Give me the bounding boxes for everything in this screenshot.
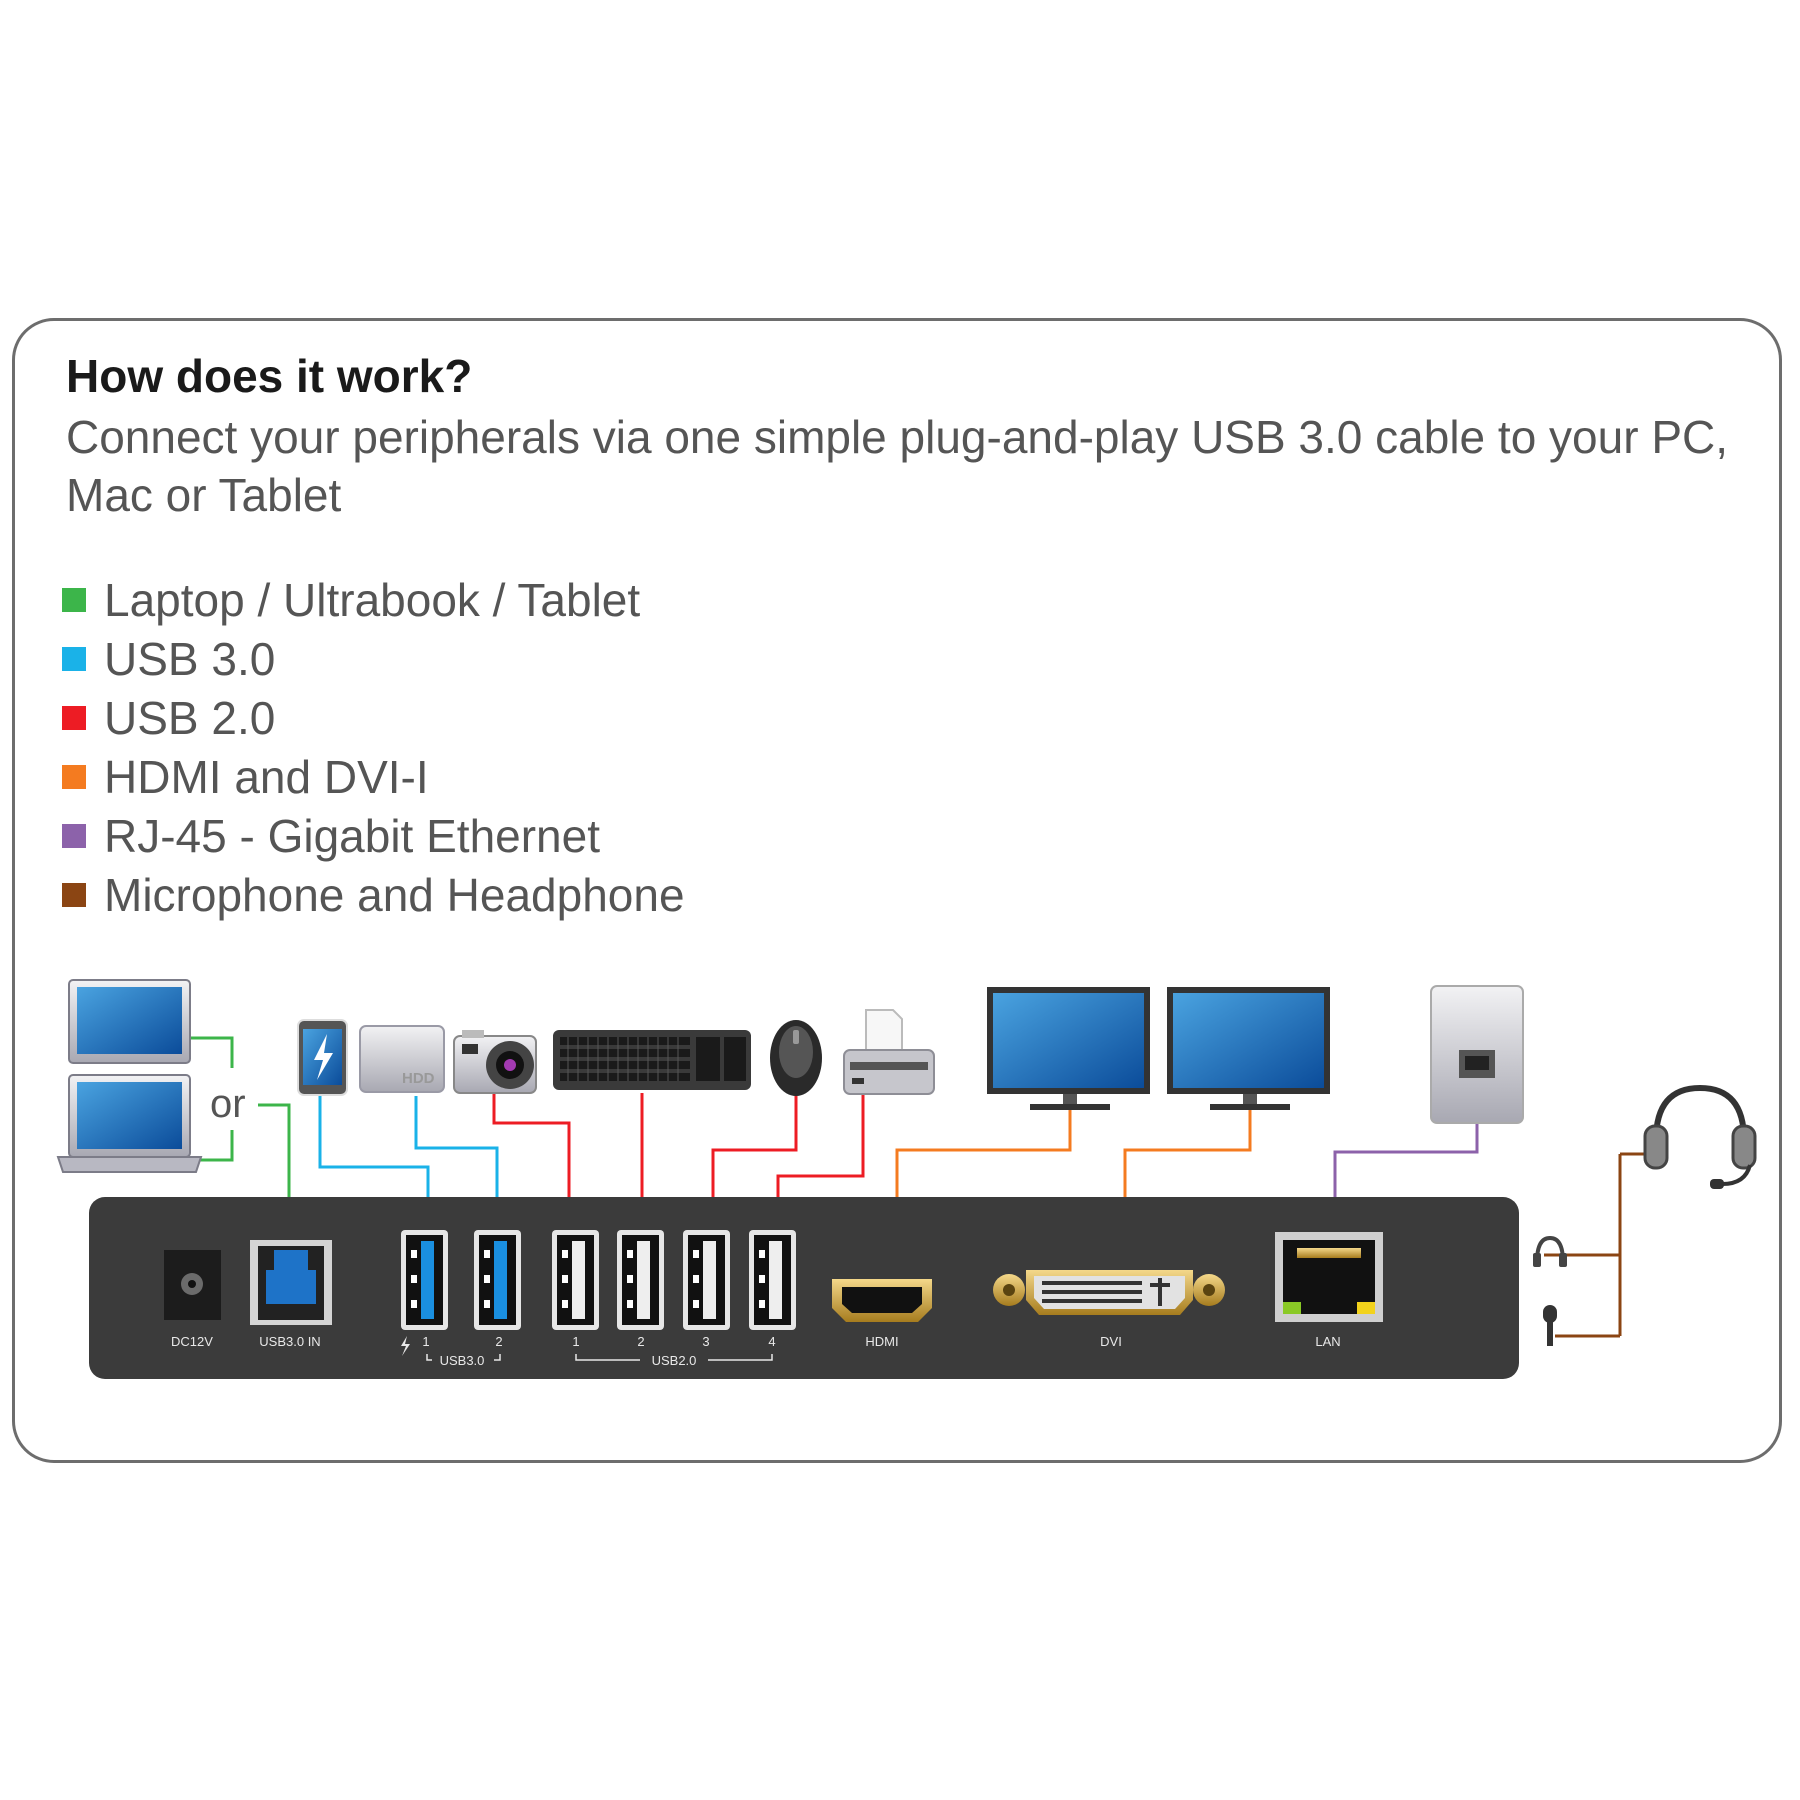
usb3-port-1	[401, 1230, 448, 1330]
monitor-icon	[1167, 987, 1330, 1110]
legend-swatch	[62, 882, 86, 907]
dc-power-port	[164, 1250, 221, 1320]
usb3-in-port	[250, 1240, 332, 1325]
legend-label: USB 2.0	[104, 691, 276, 744]
usb2-port-3	[683, 1230, 730, 1330]
port-label-usb2-4: 4	[768, 1334, 775, 1349]
power-bolt-icon	[401, 1336, 410, 1356]
legend-swatch	[62, 587, 86, 612]
laptop-icon	[56, 1074, 203, 1173]
legend-swatch	[62, 705, 86, 730]
legend-label: Microphone and Headphone	[104, 868, 685, 921]
page-title: How does it work?	[66, 350, 473, 402]
legend-label: RJ-45 - Gigabit Ethernet	[104, 809, 601, 862]
microphone-icon	[1543, 1305, 1557, 1346]
usb2-group-bracket	[575, 1354, 773, 1361]
usb3-2-line	[414, 1096, 499, 1218]
keyboard-icon	[553, 1030, 751, 1090]
port-label-usb2-2: 2	[637, 1334, 644, 1349]
monitor-icon	[987, 987, 1150, 1110]
legend-label: Laptop / Ultrabook / Tablet	[104, 573, 641, 626]
legend-item-usb3: USB 3.0	[62, 629, 685, 688]
printer-icon	[843, 1009, 935, 1095]
legend-swatch	[62, 823, 86, 848]
camera-icon	[453, 1030, 537, 1094]
legend-item-video: HDMI and DVI-I	[62, 747, 685, 806]
port-label-usb3-2: 2	[495, 1334, 502, 1349]
legend-swatch	[62, 646, 86, 671]
port-label-usb3-1: 1	[422, 1334, 429, 1349]
usb3-group-bracket	[426, 1354, 501, 1361]
hdmi-port	[832, 1279, 932, 1322]
usb2-port-1	[552, 1230, 599, 1330]
or-label: or	[210, 1082, 246, 1126]
legend-item-laptop: Laptop / Ultrabook / Tablet	[62, 570, 685, 629]
tablet-icon	[68, 979, 191, 1064]
legend-item-ethernet: RJ-45 - Gigabit Ethernet	[62, 806, 685, 865]
lan-port	[1275, 1232, 1383, 1322]
port-label-dvi: DVI	[1100, 1334, 1122, 1349]
laptop-connection-line	[190, 1036, 291, 1231]
headphone-icon	[1533, 1235, 1567, 1267]
legend-swatch	[62, 764, 86, 789]
legend-item-audio: Microphone and Headphone	[62, 865, 685, 924]
legend-label: USB 3.0	[104, 632, 276, 685]
usb3-port-2	[474, 1230, 521, 1330]
dvi-port	[993, 1270, 1225, 1315]
hdd-icon: HDD	[359, 1025, 445, 1093]
legend-label: HDMI and DVI-I	[104, 750, 429, 803]
mouse-icon	[770, 1020, 822, 1096]
docking-station-diagram: DC12V USB3.0 IN 1 2 USB3.0 1 2 3 4 USB2.…	[56, 979, 1757, 1379]
port-label-lan: LAN	[1315, 1334, 1340, 1349]
port-label-usb2-3: 3	[702, 1334, 709, 1349]
page-subtitle: Connect your peripherals via one simple …	[66, 411, 1728, 521]
legend-item-usb2: USB 2.0	[62, 688, 685, 747]
audio-lines	[1544, 1152, 1650, 1338]
port-group-label-usb3: USB3.0	[440, 1353, 485, 1368]
port-label-usb-in: USB3.0 IN	[259, 1334, 320, 1349]
wall-jack-icon	[1430, 985, 1524, 1124]
port-label-usb2-1: 1	[572, 1334, 579, 1349]
usb2-3-line	[711, 1095, 798, 1218]
color-legend: Laptop / Ultrabook / Tablet USB 3.0 USB …	[62, 570, 685, 924]
usb2-port-2	[617, 1230, 664, 1330]
port-group-label-usb2: USB2.0	[652, 1353, 697, 1368]
port-label-hdmi: HDMI	[865, 1334, 898, 1349]
port-label-dc: DC12V	[171, 1334, 213, 1349]
usb3-1-line	[318, 1095, 430, 1218]
usb2-1-line	[492, 1094, 571, 1218]
headset-icon	[1643, 1084, 1757, 1189]
usb2-port-4	[749, 1230, 796, 1330]
hdd-label: HDD	[402, 1070, 435, 1087]
phone-icon	[297, 1019, 348, 1096]
